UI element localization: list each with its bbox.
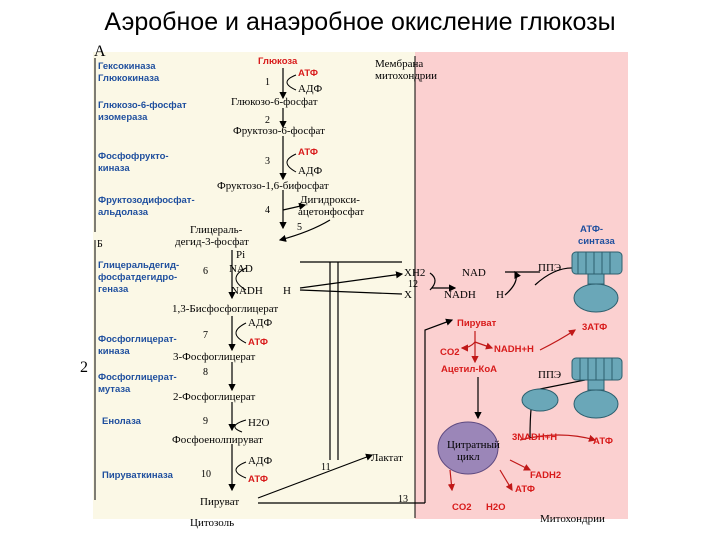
metabolite-pg3: 3-Фосфоглицерат: [173, 351, 255, 363]
enzyme-aldolase-1: Фруктозодифосфат-: [98, 195, 195, 206]
step-number-2: 2: [265, 115, 270, 126]
cofactor-adp-3: АДФ: [298, 165, 322, 177]
metabolite-g6p: Глюкозо-6-фосфат: [231, 96, 318, 108]
cofactor-x: X: [404, 289, 412, 301]
cofactor-adp-7: АДФ: [248, 317, 272, 329]
mito-pyruvate: Пируват: [457, 318, 497, 329]
step-number-6: 6: [203, 266, 208, 277]
enzyme-gapdh-2: фосфатдегидро-: [98, 272, 177, 283]
mito-3atp: 3АТФ: [582, 322, 607, 333]
label-mitochondria: Митохондрии: [540, 513, 605, 525]
section-label-2: 2: [80, 359, 88, 376]
mito-co2-2: CO2: [452, 502, 472, 513]
enzyme-pfk-1: Фосфофрукто-: [98, 151, 169, 162]
atp-synthase-upper: [571, 251, 623, 313]
cofactor-adp-10: АДФ: [248, 455, 272, 467]
cofactor-h2o: H2O: [248, 417, 269, 429]
label-cytosol: Цитозоль: [190, 517, 234, 529]
step-number-7: 7: [203, 330, 208, 341]
mito-3nadh: 3NADH+H: [512, 432, 557, 443]
mito-atp-cycle: АТФ: [515, 484, 535, 495]
step-number-11: 11: [321, 462, 331, 473]
atp-synthase-lower: [571, 357, 623, 419]
enzyme-aldolase-2: альдолаза: [98, 207, 149, 218]
cofactor-h-1: H: [283, 285, 291, 297]
cofactor-arrows: [234, 74, 297, 479]
cofactor-atp-7: АТФ: [248, 337, 268, 348]
metabolite-lactate: Лактат: [371, 452, 403, 464]
metabolite-dhap-1: Дигидрокси-: [300, 194, 360, 206]
metabolite-f6p: Фруктозо-6-фосфат: [233, 125, 325, 137]
cofactor-adp-1: АДФ: [298, 83, 322, 95]
step-number-4: 4: [265, 205, 270, 216]
step-number-10: 10: [201, 469, 211, 480]
enzyme-pgk-2: киназа: [98, 346, 130, 357]
shuttle-lines: [257, 261, 457, 504]
cofactor-atp-10: АТФ: [248, 474, 268, 485]
metabolite-pep: Фосфоенолпируват: [172, 434, 263, 446]
slide-title: Аэробное и анаэробное окисление глюкозы: [104, 8, 616, 36]
metabolite-pg2: 2-Фосфоглицерат: [173, 391, 255, 403]
metabolite-g3p-2: дегид-3-фосфат: [175, 236, 249, 248]
enzyme-pgm-1: Фосфоглицерат-: [98, 372, 177, 383]
step-number-12: 12: [408, 279, 418, 290]
cofactor-nadh-1: NADH: [231, 285, 263, 297]
metabolite-f16bp: Фруктозо-1,6-бифосфат: [217, 180, 329, 192]
enzyme-isomerase-1: Глюкозо-6-фосфат: [98, 100, 187, 111]
cofactor-pi: Pi: [236, 249, 245, 261]
metabolite-bpg: 1,3-Бисфосфоглицерат: [172, 303, 278, 315]
step-number-5: 5: [297, 222, 302, 233]
mito-nadh-h: NADH+H: [494, 344, 534, 355]
step-number-9: 9: [203, 416, 208, 427]
step-number-3: 3: [265, 156, 270, 167]
cofactor-atp-3: АТФ: [298, 147, 318, 158]
mito-nad: NAD: [462, 267, 486, 279]
cytosol-region: [93, 52, 415, 519]
pathway-arrows: [228, 68, 331, 492]
mito-h: H: [496, 289, 504, 301]
mito-atp-lower: АТФ: [593, 436, 613, 447]
enzyme-enolase: Енолаза: [102, 416, 142, 427]
mito-red-arrows: [447, 329, 597, 492]
step-number-1: 1: [265, 77, 270, 88]
atp-synthase-label-2: синтаза: [578, 236, 616, 247]
step-number-13: 13: [398, 494, 408, 505]
mito-fadh2: FADH2: [530, 470, 561, 481]
enzyme-pk: Пируваткиназа: [102, 470, 174, 481]
enzyme-hexokinase: Гексокиназа: [98, 61, 156, 72]
enzyme-gapdh-3: геназа: [98, 284, 129, 295]
atp-synthase-label-1: АТФ-: [580, 224, 603, 235]
mito-co2-1: CO2: [440, 347, 460, 358]
enzyme-pfk-2: киназа: [98, 163, 130, 174]
section-label-a: A: [94, 43, 106, 60]
metabolite-glucose: Глюкоза: [258, 56, 298, 67]
etc-complex-lower: [521, 388, 559, 412]
membrane-label-1: Мембрана: [375, 58, 423, 70]
cofactor-nad-1: NAD: [229, 263, 253, 275]
metabolite-g3p-1: Глицераль-: [190, 224, 243, 236]
mito-h2o: H2O: [486, 502, 506, 513]
metabolite-dhap-2: ацетонфосфат: [298, 206, 364, 218]
citrate-cycle: [437, 421, 499, 475]
mito-etc-label-2: ППЭ: [538, 369, 561, 381]
cofactor-atp-1: АТФ: [298, 68, 318, 79]
enzyme-pgk-1: Фосфоглицерат-: [98, 334, 177, 345]
section-label-b: Б: [97, 239, 103, 250]
citrate-cycle-label-1: Цитратный: [447, 439, 500, 451]
enzyme-isomerase-2: изомераза: [98, 112, 148, 123]
metabolite-pyruvate: Пируват: [200, 496, 239, 508]
membrane-label-2: митохондрии: [375, 70, 437, 82]
mito-etc-label-1: ППЭ: [538, 262, 561, 274]
enzyme-gapdh-1: Глицеральдегид-: [98, 260, 179, 271]
citrate-cycle-label-2: цикл: [457, 451, 480, 463]
step-number-8: 8: [203, 367, 208, 378]
enzyme-glucokinase: Глюкокиназа: [98, 73, 160, 84]
mito-nadh: NADH: [444, 289, 476, 301]
enzyme-pgm-2: мутаза: [98, 384, 131, 395]
mito-acetyl-coa: Ацетил-КоА: [441, 364, 497, 375]
cofactor-xh2: XH2: [404, 267, 425, 279]
